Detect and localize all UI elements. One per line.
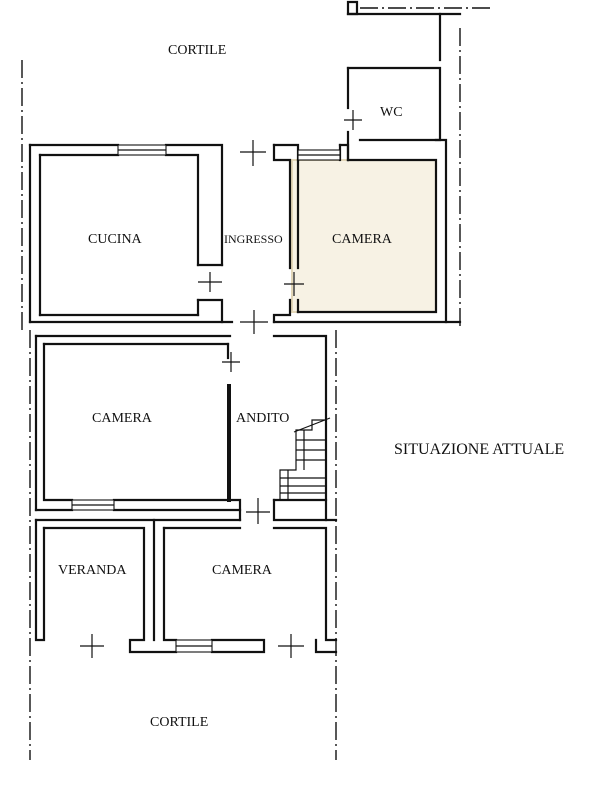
property-boundary <box>21 7 490 760</box>
label-room-bottom: CAMERA <box>212 563 273 578</box>
label-courtyard-top: CORTILE <box>168 43 226 58</box>
label-entrance: INGRESSO <box>224 232 283 246</box>
label-courtyard-bottom: CORTILE <box>150 715 208 730</box>
label-veranda: VERANDA <box>58 563 127 578</box>
middle-block-walls <box>34 334 338 522</box>
windows-top <box>117 144 341 161</box>
window-middle <box>71 499 115 511</box>
bottom-block-walls <box>34 518 338 654</box>
stairs <box>279 417 331 500</box>
top-block-walls <box>28 138 462 324</box>
room-highlight <box>291 159 437 313</box>
wc-block <box>346 0 462 162</box>
label-corridor: ANDITO <box>236 411 289 426</box>
label-kitchen: CUCINA <box>88 232 143 247</box>
label-room-top-right: CAMERA <box>332 232 393 247</box>
label-room-middle: CAMERA <box>92 411 153 426</box>
label-situation: SITUAZIONE ATTUALE <box>394 441 564 458</box>
label-wc: WC <box>380 105 403 120</box>
window-bottom <box>175 639 213 653</box>
door-markers <box>80 110 362 658</box>
